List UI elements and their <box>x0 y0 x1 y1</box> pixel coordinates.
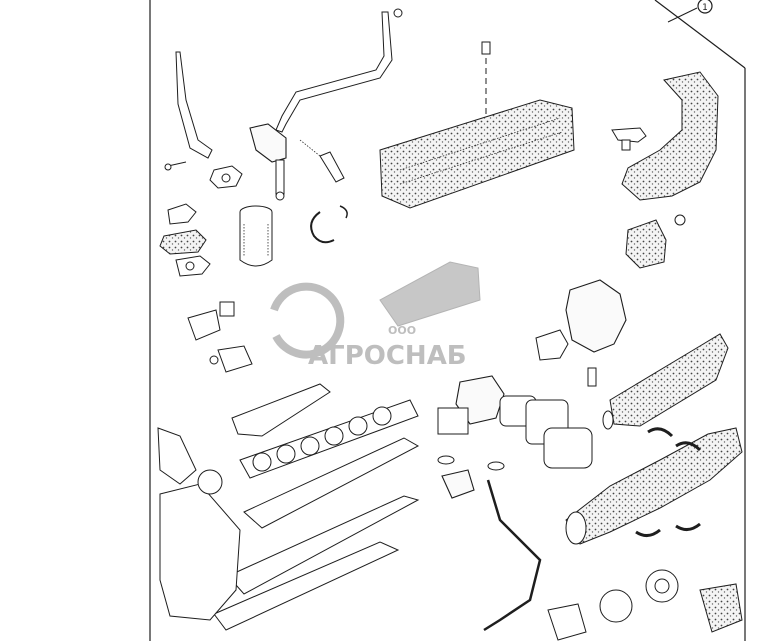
cylinder-head <box>379 99 575 209</box>
front-seal-flange <box>547 569 743 641</box>
small-gaskets-left <box>159 165 243 277</box>
head-bolt <box>481 41 491 120</box>
main-bearings <box>635 427 702 537</box>
thermostat-housing <box>437 375 593 499</box>
injector-sensor <box>611 127 647 151</box>
callout-1: 1 <box>697 0 713 14</box>
head-gasket <box>231 383 419 479</box>
timing-cover-gaskets <box>157 427 241 621</box>
watermark: ООО АГРОСНАБ <box>270 261 481 371</box>
oil-tube-left <box>164 51 213 171</box>
watermark-gear-icon <box>270 282 345 359</box>
oil-cooler <box>602 333 729 430</box>
watermark-brand: АГРОСНАБ <box>308 341 467 371</box>
snap-rings <box>310 205 348 244</box>
cylinder-liner <box>239 205 273 267</box>
crankshaft <box>565 427 743 545</box>
turbo-housing <box>625 214 686 269</box>
watermark-prefix: ООО <box>388 324 416 337</box>
kit-frame <box>149 0 746 641</box>
callout-number: 1 <box>702 3 708 13</box>
bracket-block <box>249 123 287 201</box>
oil-pan-gaskets <box>213 437 420 631</box>
watermark-harvester-icon <box>379 261 481 327</box>
drain-tube <box>483 479 542 632</box>
water-pump <box>535 279 627 387</box>
oil-tube-top <box>275 8 403 183</box>
exhaust-manifold <box>621 71 719 201</box>
sensor-bits <box>187 301 253 373</box>
